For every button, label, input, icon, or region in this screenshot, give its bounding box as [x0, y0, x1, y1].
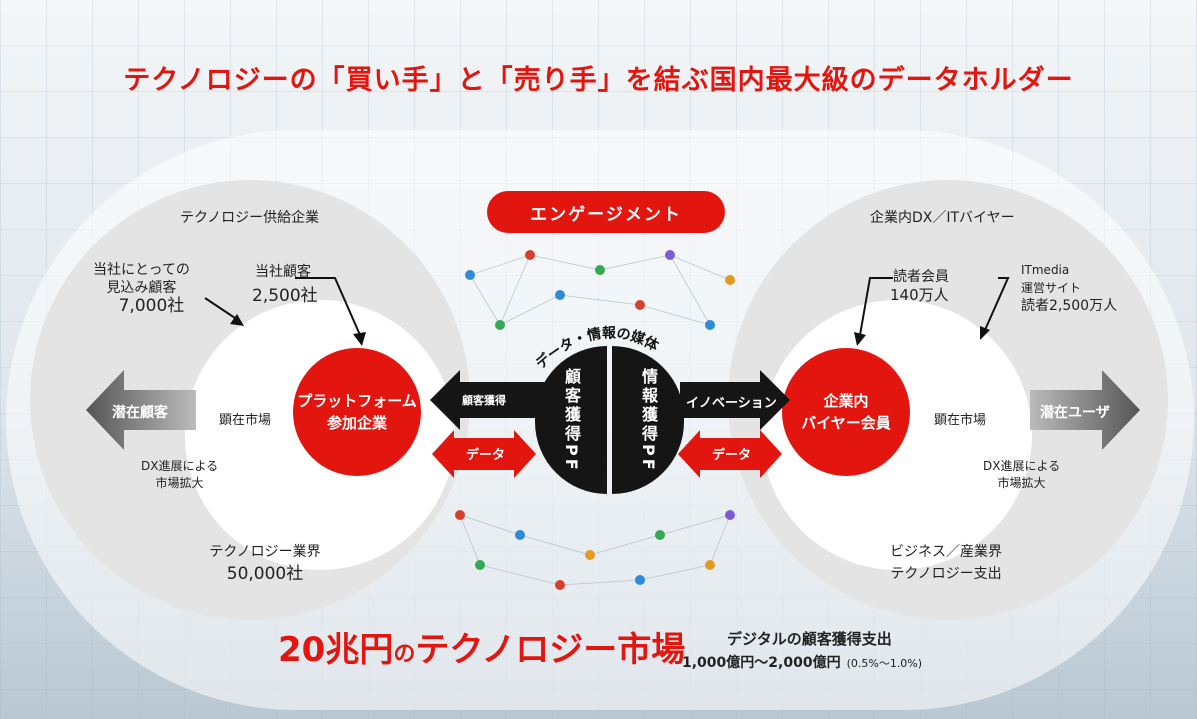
- market-joiner: の: [393, 642, 416, 667]
- arrow-right-black: [680, 370, 790, 430]
- buyer-member-line2: バイヤー会員: [801, 414, 891, 432]
- info-pf-text: 情報獲得PF: [639, 367, 658, 473]
- left-dx-block: DX進展による 市場拡大: [141, 458, 218, 492]
- data-left-label: データ: [466, 448, 506, 463]
- platform-member-line2: 参加企業: [326, 414, 387, 432]
- itmedia-line3: 読者2,500万人: [1021, 298, 1118, 314]
- latent-user-arrow: [1030, 370, 1140, 450]
- readers-label: 読者会員: [893, 269, 949, 285]
- left-dx-line1: DX進展による: [141, 459, 219, 473]
- industry-label: テクノロジー業界: [209, 544, 321, 560]
- info-pf-half: 情報獲得PF: [612, 346, 684, 494]
- market-suffix: テクノロジー市場: [415, 630, 686, 670]
- prospects-line2: 見込み顧客: [106, 280, 177, 296]
- prospects-line1: 当社にとっての: [93, 262, 190, 278]
- engagement-pill: エンゲージメント: [487, 191, 725, 233]
- market-prefix: 20兆円: [278, 630, 394, 670]
- itmedia-line2: 運営サイト: [1021, 281, 1082, 295]
- data-arrow-left: [432, 430, 536, 478]
- spend-title: デジタルの顧客獲得支出: [727, 630, 892, 648]
- platform-member-line1: プラットフォーム: [297, 392, 417, 410]
- right-dx-line2: 市場拡大: [997, 476, 1046, 490]
- black-arrows: [430, 370, 790, 430]
- data-right-label: データ: [712, 448, 752, 463]
- spend-line: 1,000億円～2,000億円 (0.5%～1.0%): [682, 652, 922, 672]
- supplier-title: テクノロジー供給企業: [180, 210, 320, 226]
- right-manifest-market: 顕在市場: [934, 413, 987, 428]
- itmedia-line1: ITmedia: [1021, 263, 1070, 277]
- customers-value: 2,500社: [252, 286, 318, 306]
- platform-member-circle: プラットフォーム 参加企業: [293, 348, 421, 476]
- prospects-value: 7,000社: [118, 296, 185, 316]
- buyer-title: 企業内DX／ITバイヤー: [870, 210, 1015, 226]
- arrow-right-label: イノベーション: [686, 396, 777, 411]
- business-block: ビジネス／産業界 テクノロジー支出: [871, 541, 1021, 585]
- latent-customer-arrow: [86, 370, 196, 450]
- prospects-block: 当社にとっての 見込み顧客 7,000社: [93, 261, 190, 315]
- data-arrow-right: [678, 430, 782, 478]
- business-line2: テクノロジー支出: [890, 566, 1002, 582]
- customers-label: 当社顧客: [255, 264, 311, 280]
- spend-value: 1,000億円～2,000億円: [682, 655, 841, 671]
- itmedia-block: ITmedia 運営サイト 読者2,500万人: [1021, 261, 1117, 315]
- arrow-left-label: 顧客獲得: [462, 394, 506, 407]
- industry-block: テクノロジー業界 50,000社: [200, 541, 330, 585]
- business-line1: ビジネス／産業界: [890, 544, 1002, 560]
- readers-value: 140万人: [890, 286, 949, 304]
- network-graph: [455, 250, 735, 590]
- buyer-member-circle: 企業内 バイヤー会員: [782, 348, 910, 476]
- spend-pct: (0.5%～1.0%): [846, 657, 923, 670]
- arrow-left-black: [430, 370, 550, 430]
- latent-customer-label: 潜在顧客: [112, 405, 168, 421]
- right-dx-block: DX進展による 市場拡大: [983, 458, 1060, 492]
- right-dx-line1: DX進展による: [983, 459, 1061, 473]
- left-dx-line2: 市場拡大: [155, 476, 204, 490]
- industry-value: 50,000社: [226, 564, 304, 584]
- customer-pf-text: 顧客獲得PF: [562, 367, 581, 473]
- headline: テクノロジーの「買い手」と「売り手」を結ぶ国内最大級のデータホルダー: [123, 65, 1074, 96]
- red-data-arrows: [432, 430, 782, 478]
- market-size: 20兆円のテクノロジー市場: [278, 622, 685, 671]
- left-manifest-market: 顕在市場: [219, 413, 272, 428]
- latent-user-label: 潜在ユーザ: [1040, 405, 1110, 421]
- buyer-member-line1: 企業内: [823, 392, 869, 410]
